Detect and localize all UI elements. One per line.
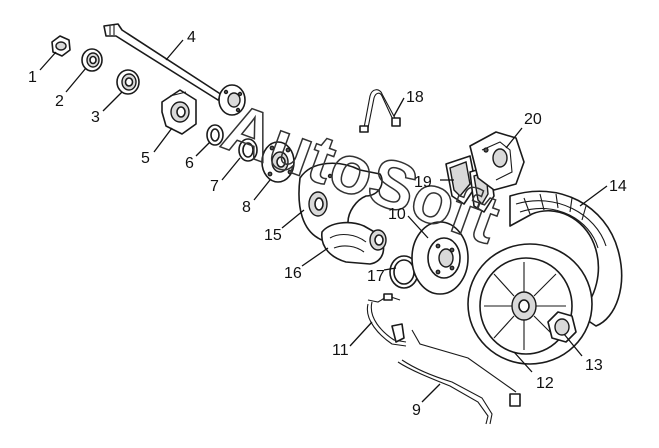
part-dust-shield bbox=[298, 162, 383, 242]
callout-6: 6 bbox=[185, 155, 194, 172]
part-bearing-small bbox=[81, 48, 103, 72]
callout-15: 15 bbox=[264, 227, 282, 244]
callout-9: 9 bbox=[412, 402, 421, 419]
part-bearing bbox=[116, 69, 140, 95]
callout-17: 17 bbox=[367, 268, 385, 285]
callout-14: 14 bbox=[609, 178, 627, 195]
callout-labels: 1 2 3 4 5 6 7 8 9 10 11 12 13 14 15 16 1… bbox=[28, 29, 627, 419]
part-ring bbox=[238, 138, 258, 162]
part-nut bbox=[51, 35, 71, 57]
callout-2: 2 bbox=[55, 93, 64, 110]
part-brake-hose-clip bbox=[359, 89, 401, 133]
part-brake-pipe bbox=[397, 329, 521, 425]
part-brake-caliper bbox=[469, 131, 525, 191]
part-abs-ring bbox=[389, 255, 419, 289]
callout-12: 12 bbox=[536, 375, 554, 392]
callout-18: 18 bbox=[406, 89, 424, 106]
part-hub-flange bbox=[261, 141, 295, 183]
callout-11: 11 bbox=[332, 342, 349, 359]
callout-4: 4 bbox=[187, 29, 196, 46]
part-tyre bbox=[509, 190, 623, 327]
callout-8: 8 bbox=[242, 199, 251, 216]
leader-lines bbox=[39, 39, 608, 403]
callout-5: 5 bbox=[141, 150, 150, 167]
callout-3: 3 bbox=[91, 109, 100, 126]
callout-1: 1 bbox=[28, 69, 37, 86]
callout-10: 10 bbox=[388, 206, 406, 223]
part-drive-shaft bbox=[103, 23, 246, 116]
part-brake-disc bbox=[411, 221, 469, 295]
part-wheel-speed-sensor bbox=[366, 293, 407, 347]
callout-19: 19 bbox=[414, 174, 432, 191]
part-seal-ring bbox=[206, 124, 224, 146]
part-bearing-housing bbox=[161, 89, 197, 135]
callout-20: 20 bbox=[524, 111, 542, 128]
part-hub-nut bbox=[547, 311, 577, 343]
callout-7: 7 bbox=[210, 178, 219, 195]
part-steering-knuckle bbox=[321, 221, 387, 265]
callout-16: 16 bbox=[284, 265, 302, 282]
callout-13: 13 bbox=[585, 357, 603, 374]
